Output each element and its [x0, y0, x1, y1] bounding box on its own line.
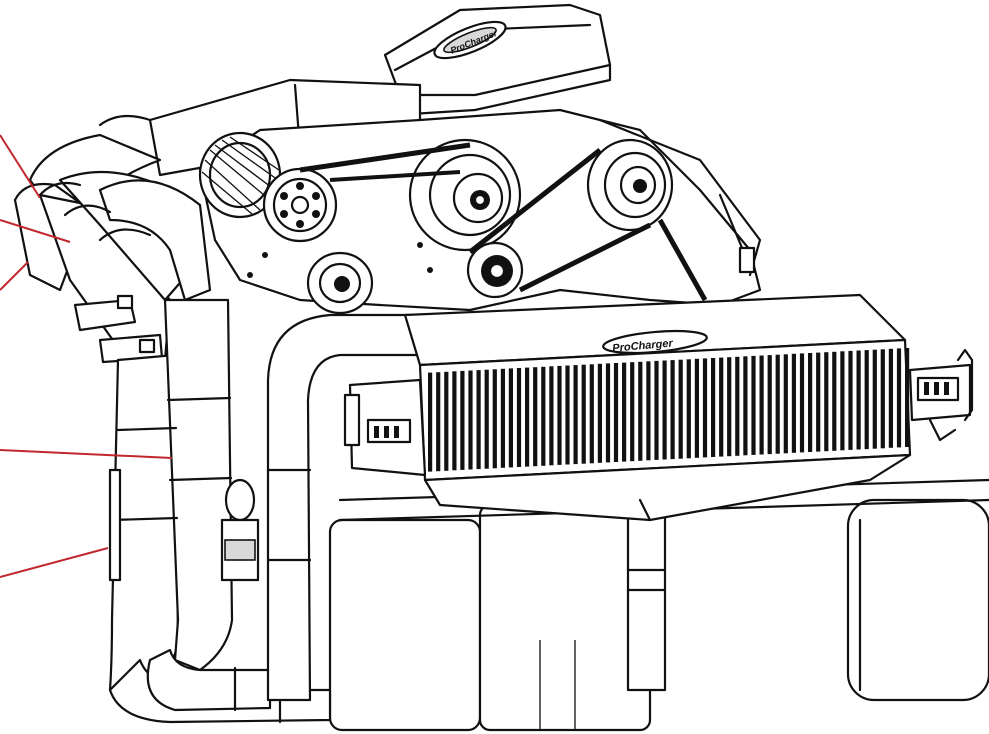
callout-leader-5 — [0, 547, 109, 578]
intercooler-fin — [565, 365, 570, 465]
intercooler-fin — [597, 363, 602, 463]
charge-pipe — [266, 313, 667, 702]
intercooler-fin — [856, 350, 861, 450]
intercooler-fin — [573, 365, 578, 465]
intercooler-fin — [888, 348, 893, 448]
intercooler-fin — [694, 358, 699, 458]
intercooler-fin — [428, 372, 433, 472]
intercooler-fin — [622, 362, 627, 462]
intercooler-fin — [775, 354, 780, 454]
intercooler-fin — [557, 365, 562, 465]
intercooler-fin — [808, 353, 813, 452]
intercooler-fin — [589, 364, 594, 464]
intercooler-fin — [500, 368, 505, 468]
intercooler-fin — [541, 366, 546, 466]
intercooler-fin — [896, 348, 902, 448]
intercooler-fin — [638, 361, 643, 461]
intercooler-fin — [492, 369, 497, 469]
intercooler-fin — [727, 357, 732, 457]
intercooler-fin — [678, 359, 683, 459]
intercooler-fin — [460, 370, 465, 470]
intercooler-fin — [702, 358, 708, 458]
accessory-drive — [198, 108, 762, 315]
intercooler-fin — [719, 357, 724, 457]
intercooler-fin — [905, 348, 910, 447]
intercooler-fin — [711, 358, 716, 457]
intercooler-fin — [654, 360, 659, 460]
callout-leader-2 — [0, 219, 71, 243]
intercooler-fin — [872, 349, 877, 449]
callout-leaders — [0, 134, 173, 578]
intercooler-fin — [468, 370, 473, 470]
intercooler-fin — [662, 360, 667, 460]
header-tubes — [13, 133, 332, 724]
intercooler-fin — [484, 369, 489, 469]
callout-leader-3 — [0, 261, 29, 291]
intercooler-fin — [525, 367, 530, 467]
intercooler-fin — [533, 367, 538, 467]
intercooler-fin — [444, 371, 449, 471]
intercooler-fin — [452, 371, 457, 471]
intercooler-logo-text: ProCharger — [612, 337, 674, 354]
intercooler-fin — [630, 362, 635, 462]
tensioner-pulley — [466, 241, 524, 299]
intercooler-fin — [516, 368, 522, 467]
side-tank — [846, 498, 989, 702]
intercooler-fin — [436, 372, 441, 472]
callout-leader-1 — [0, 134, 41, 199]
water-pump-pulley — [262, 167, 338, 243]
idler-pulley-right — [586, 138, 674, 232]
intercooler-fin — [824, 352, 829, 452]
intercooler-fin — [864, 350, 869, 450]
intercooler-fin — [816, 352, 821, 452]
intercooler-fin — [581, 364, 586, 464]
lower-pulley — [306, 251, 374, 315]
intercooler-fin — [751, 355, 756, 455]
intercooler-fin — [646, 361, 651, 461]
intercooler-fin — [686, 359, 691, 459]
intercooler: ProCharger — [343, 293, 974, 522]
intercooler-fin — [840, 351, 845, 451]
intercooler-fin — [743, 356, 748, 456]
callout-leader-4 — [0, 449, 173, 459]
intercooler-fin — [613, 363, 619, 462]
intercooler-fin — [880, 349, 885, 449]
intercooler-fin — [476, 370, 481, 470]
intercooler-fin — [549, 366, 554, 466]
intercooler-fin — [508, 368, 513, 468]
intercooler-fin — [832, 351, 837, 451]
intercooler-fin — [848, 350, 853, 450]
intercooler-fin — [605, 363, 611, 463]
serpentine-belt — [299, 142, 708, 302]
intercooler-fin — [783, 354, 788, 454]
crank-pulley — [408, 138, 522, 252]
intercooler-fin — [799, 353, 805, 453]
intercooler-fin — [759, 355, 764, 455]
intercooler-fin — [670, 360, 675, 460]
intercooler-fin — [767, 355, 772, 455]
intercooler-fin — [735, 356, 740, 456]
intercooler-fins — [428, 348, 910, 472]
intercooler-fin — [791, 353, 796, 453]
